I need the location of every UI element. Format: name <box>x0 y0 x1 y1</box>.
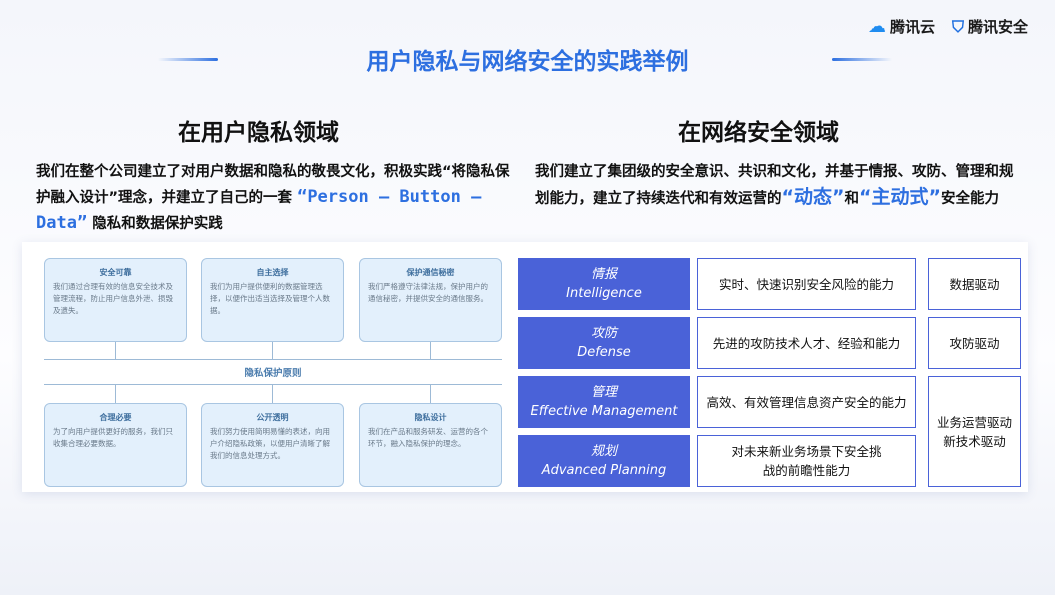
cap-en: Intelligence <box>566 286 642 301</box>
cap-zh: 管理 <box>590 385 617 400</box>
description-cell: 高效、有效管理信息资产安全的能力 <box>697 376 916 428</box>
card-text: 我们严格遵守法律法规，保护用户的通信秘密，并提供安全的通信服务。 <box>368 282 488 303</box>
card-title: 保护通信秘密 <box>406 268 455 277</box>
cap-zh: 攻防 <box>590 326 617 341</box>
page-title: 用户隐私与网络安全的实践举例 <box>366 48 689 75</box>
description-cell: 对未来新业务场景下安全挑战的前瞻性能力 <box>697 435 916 487</box>
cap-zh: 规划 <box>590 444 617 459</box>
card-text: 我们为用户提供便利的数据管理选择，以便作出适当选择及管理个人数据。 <box>210 282 330 315</box>
para-text: 隐私和数据保护实践 <box>87 216 223 232</box>
para-text: 安全能力 <box>940 191 999 207</box>
cap-en: Advanced Planning <box>541 463 667 478</box>
connector-line <box>430 384 431 403</box>
title-decoration <box>158 58 218 61</box>
tencent-security-logo: ⛉腾讯安全 <box>952 16 1028 37</box>
para-text: 和 <box>844 191 859 207</box>
card-text: 为了向用户提供更好的服务，我们只收集合理必要数据。 <box>53 427 173 448</box>
connector-line <box>272 342 273 359</box>
card-text: 我们在产品和服务研发、运营的各个环节，融入隐私保护的理念。 <box>368 427 488 448</box>
logo-text: 腾讯云 <box>890 18 936 36</box>
cap-en: Effective Management <box>530 404 678 419</box>
principle-card: 合理必要为了向用户提供更好的服务，我们只收集合理必要数据。 <box>44 403 187 487</box>
privacy-paragraph: 我们在整个公司建立了对用户数据和隐私的敬畏文化，积极实践“将隐私保护融入设计”理… <box>36 160 516 237</box>
privacy-heading: 在用户隐私领域 <box>178 119 339 146</box>
driver-cell: 业务运营驱动 新技术驱动 <box>928 376 1021 487</box>
connector-line <box>44 384 502 385</box>
para-text: 我们在整个公司建立了对用户数据和隐私的敬畏文化，积极实践“将隐私保护融入设计”理… <box>36 164 510 206</box>
security-heading: 在网络安全领域 <box>678 119 839 146</box>
connector-line <box>115 384 116 403</box>
connector-line <box>272 384 273 403</box>
principle-card: 隐私设计我们在产品和服务研发、运营的各个环节，融入隐私保护的理念。 <box>359 403 502 487</box>
cap-zh: 情报 <box>590 267 617 282</box>
para-highlight: “动态” <box>781 186 845 208</box>
connector-line <box>44 359 502 360</box>
principle-card: 自主选择我们为用户提供便利的数据管理选择，以便作出适当选择及管理个人数据。 <box>201 258 344 342</box>
principle-card: 公开透明我们努力使用简明易懂的表述，向用户介绍隐私政策，以便用户清晰了解我们的信… <box>201 403 344 487</box>
card-title: 公开透明 <box>256 413 289 422</box>
description-cell: 实时、快速识别安全风险的能力 <box>697 258 916 310</box>
shield-icon: ⛉ <box>952 16 965 36</box>
description-cell: 先进的攻防技术人才、经验和能力 <box>697 317 916 369</box>
para-text: 我们建立了集团级的安全意识、共识和文化，并基于情报、攻防、管理和规划能力，建立了… <box>535 164 1014 207</box>
card-title: 安全可靠 <box>99 268 132 277</box>
capability-cell: 攻防 Defense <box>518 317 690 369</box>
principles-label: 隐私保护原则 <box>244 368 302 379</box>
card-title: 自主选择 <box>256 268 289 277</box>
cap-en: Defense <box>577 345 631 360</box>
para-highlight: “Person – Button – Data” <box>36 187 482 233</box>
driver-cell: 数据驱动 <box>928 258 1021 310</box>
logo-text: 腾讯安全 <box>968 18 1029 36</box>
cloud-icon: ☁ <box>868 16 886 37</box>
card-text: 我们努力使用简明易懂的表述，向用户介绍隐私政策，以便用户清晰了解我们的信息处理方… <box>210 427 330 460</box>
card-title: 隐私设计 <box>414 413 447 422</box>
title-decoration <box>832 58 892 61</box>
tencent-cloud-logo: ☁腾讯云 <box>868 16 935 37</box>
connector-line <box>430 342 431 359</box>
para-highlight: “主动式” <box>858 186 941 208</box>
card-title: 合理必要 <box>99 413 132 422</box>
capability-cell: 管理 Effective Management <box>518 376 690 428</box>
principle-card: 保护通信秘密我们严格遵守法律法规，保护用户的通信秘密，并提供安全的通信服务。 <box>359 258 502 342</box>
capability-cell: 情报 Intelligence <box>518 258 690 310</box>
driver-cell: 攻防驱动 <box>928 317 1021 369</box>
security-paragraph: 我们建立了集团级的安全意识、共识和文化，并基于情报、攻防、管理和规划能力，建立了… <box>535 160 1015 212</box>
capability-cell: 规划 Advanced Planning <box>518 435 690 487</box>
card-text: 我们通过合理有效的信息安全技术及管理流程，防止用户信息外泄、损毁及遗失。 <box>53 282 173 315</box>
connector-line <box>115 342 116 359</box>
principle-card: 安全可靠我们通过合理有效的信息安全技术及管理流程，防止用户信息外泄、损毁及遗失。 <box>44 258 187 342</box>
